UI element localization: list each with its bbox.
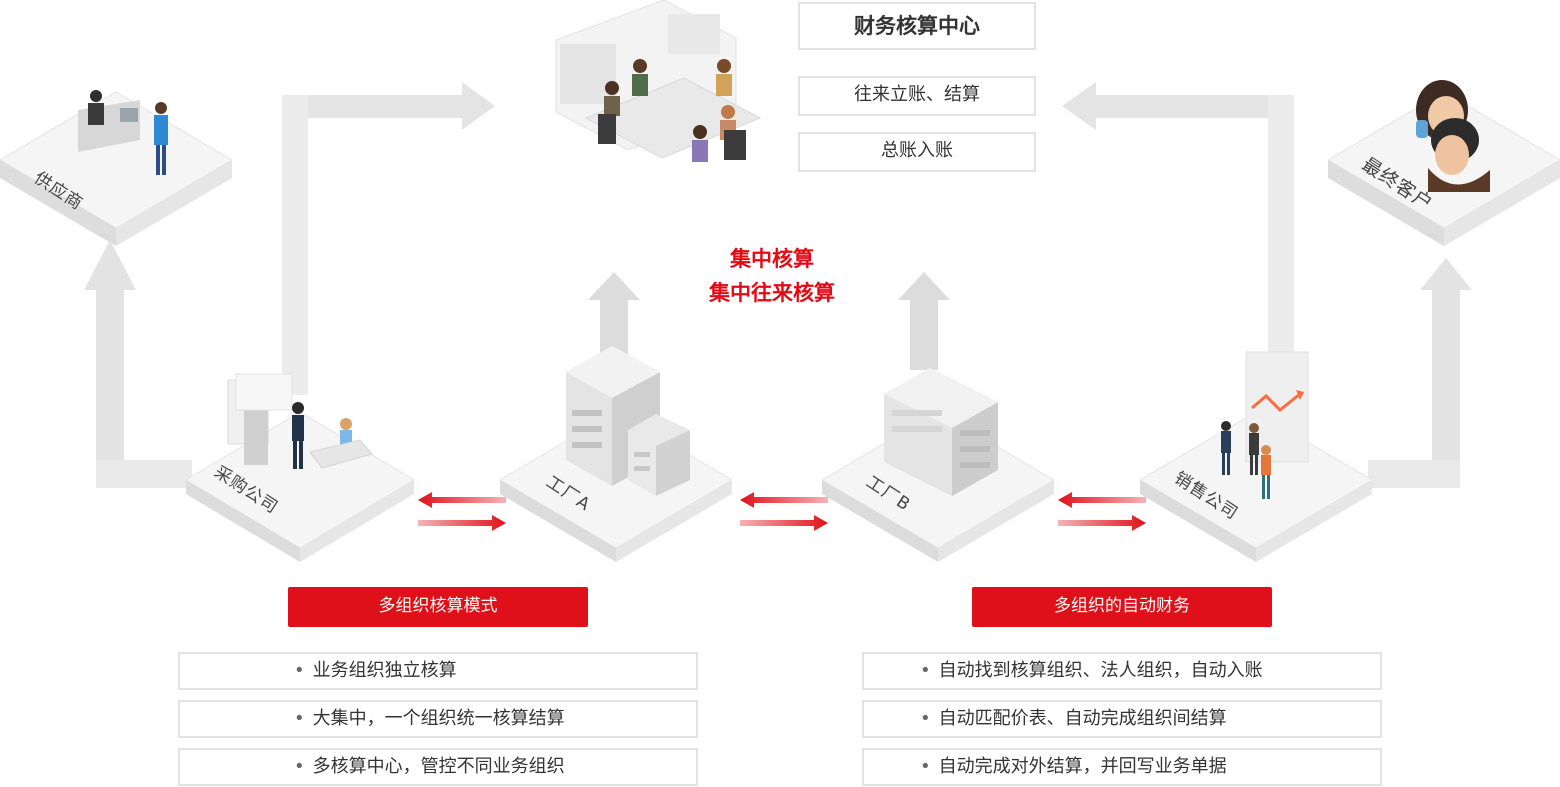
bullet-icon: • — [920, 708, 931, 729]
arrow-up-factory-b — [898, 272, 950, 370]
arrow-up-supplier — [84, 240, 136, 462]
platforms — [0, 91, 1560, 562]
finance-center-title: 财务核算中心 — [798, 2, 1036, 50]
person-icon — [692, 125, 708, 162]
arrow-up-sales — [1268, 95, 1294, 365]
person-icon — [155, 102, 167, 114]
person-icon — [90, 90, 102, 102]
bullet-icon: • — [294, 660, 305, 681]
exchange-purchase-factorya — [418, 492, 506, 531]
flow-arrows — [84, 82, 1472, 488]
right-panel-item: • 自动匹配价表、自动完成组织间结算 — [862, 700, 1382, 738]
finance-center-illustration — [555, 0, 762, 162]
left-item-text: 大集中，一个组织统一核算结算 — [312, 708, 565, 729]
right-panel-item: • 自动找到核算组织、法人组织，自动入账 — [862, 652, 1382, 690]
bullet-icon: • — [920, 660, 931, 681]
building-icon — [884, 368, 998, 496]
arrow-up-factory-a — [588, 272, 640, 370]
building-icon — [628, 414, 690, 496]
right-item-text: 自动完成对外结算，并回写业务单据 — [938, 756, 1227, 777]
exchange-factoryb-sales — [1058, 492, 1146, 531]
person-icon — [340, 418, 352, 430]
left-panel-item: • 大集中，一个组织统一核算结算 — [178, 700, 698, 738]
finance-center-item: 往来立账、结算 — [798, 76, 1036, 116]
purchasing-illustration — [227, 373, 373, 469]
center-title-line1: 集中核算 — [730, 247, 814, 271]
person-icon — [716, 59, 732, 96]
right-panel-item: • 自动完成对外结算，并回写业务单据 — [862, 748, 1382, 786]
sales-illustration — [1221, 351, 1309, 499]
supplier-illustration — [78, 90, 168, 175]
person-icon — [604, 81, 620, 116]
arrow-base-left — [96, 460, 192, 488]
arrow-right-finance — [282, 82, 495, 130]
bullet-icon: • — [294, 756, 305, 777]
arrow-up-purchase — [282, 95, 308, 395]
platform-supplier — [0, 91, 233, 246]
left-panel-item: • 多核算中心，管控不同业务组织 — [178, 748, 698, 786]
right-item-text: 自动找到核算组织、法人组织，自动入账 — [938, 660, 1263, 681]
person-icon — [292, 402, 304, 414]
arrow-up-customer — [1420, 258, 1472, 462]
factory-b-illustration — [884, 368, 998, 496]
factory-a-illustration — [566, 346, 690, 496]
platform-sales — [1139, 411, 1373, 562]
bullet-icon: • — [920, 756, 931, 777]
left-panel-header: 多组织核算模式 — [288, 587, 588, 627]
left-panel-item: • 业务组织独立核算 — [178, 652, 698, 690]
arrow-left-finance — [1062, 82, 1294, 130]
bullet-icon: • — [294, 708, 305, 729]
red-exchange-arrows — [418, 492, 1146, 531]
person-icon — [632, 59, 648, 96]
center-title-line2: 集中往来核算 — [709, 281, 835, 305]
left-item-text: 多核算中心，管控不同业务组织 — [312, 756, 565, 777]
customer-illustration — [1416, 80, 1490, 192]
arrow-base-right — [1368, 460, 1460, 488]
left-item-text: 业务组织独立核算 — [312, 660, 457, 681]
right-item-text: 自动匹配价表、自动完成组织间结算 — [938, 708, 1227, 729]
finance-center-item: 总账入账 — [798, 132, 1036, 172]
right-panel-header: 多组织的自动财务 — [972, 587, 1272, 627]
handshake-icon — [1221, 421, 1271, 499]
exchange-factorya-factoryb — [740, 492, 828, 531]
